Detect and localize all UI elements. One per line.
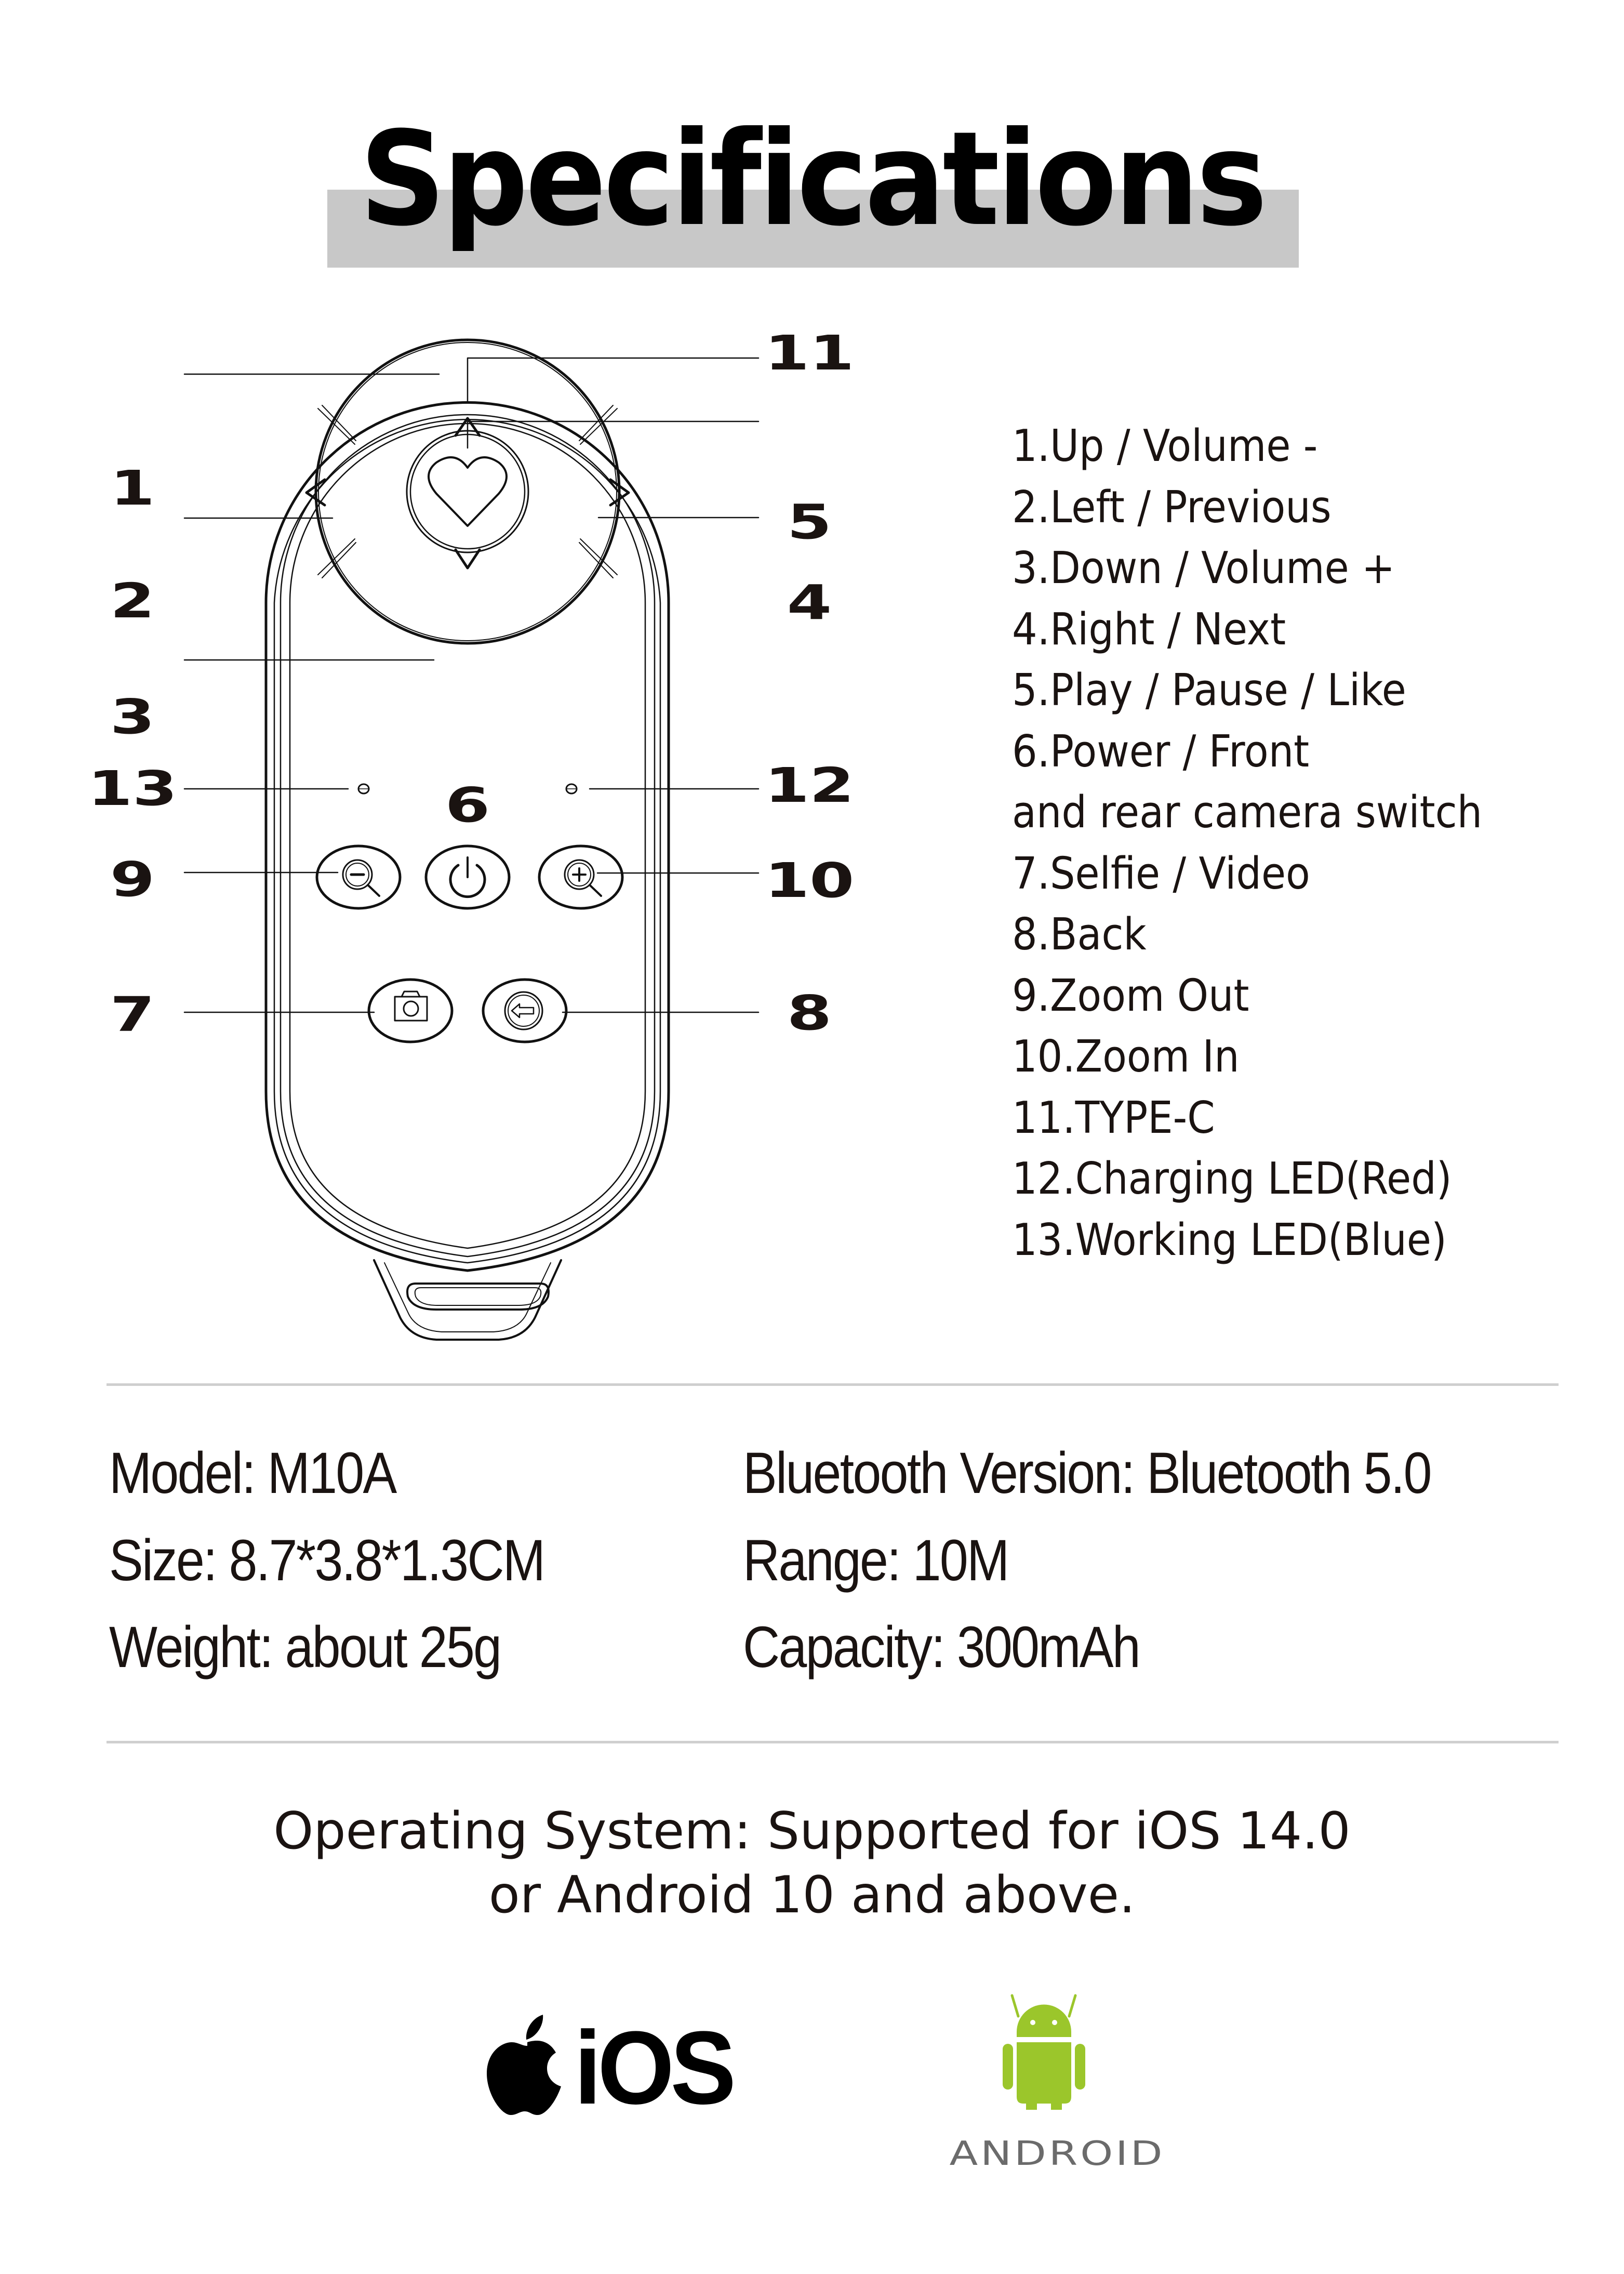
zoom-out-icon bbox=[342, 859, 380, 897]
dpad bbox=[314, 338, 621, 645]
callout-5: 5 bbox=[787, 494, 832, 550]
legend-item: 11.TYPE-C bbox=[1012, 1092, 1215, 1144]
callout-lines bbox=[183, 357, 760, 1013]
divider-bottom bbox=[107, 1741, 1559, 1743]
callout-2: 2 bbox=[110, 573, 155, 629]
back-button[interactable] bbox=[482, 978, 568, 1043]
callout-13: 13 bbox=[87, 761, 178, 816]
android-label: ANDROID bbox=[949, 2135, 1165, 2173]
legend-item: 9.Zoom Out bbox=[1012, 970, 1249, 1022]
legend-item: 7.Selfie / Video bbox=[1012, 848, 1310, 900]
zoom-in-icon bbox=[564, 859, 602, 897]
callout-12: 12 bbox=[764, 758, 855, 813]
right-button[interactable] bbox=[609, 478, 630, 507]
os-support-line-2: or Android 10 and above. bbox=[488, 1866, 1136, 1925]
spec-size: Size: 8.7*3.8*1.3CM bbox=[109, 1528, 545, 1593]
divider-top bbox=[107, 1383, 1559, 1386]
ios-logo: iOS bbox=[486, 2008, 736, 2133]
camera-icon bbox=[394, 990, 428, 1022]
spec-bluetooth: Bluetooth Version: Bluetooth 5.0 bbox=[743, 1440, 1432, 1505]
lanyard-loop bbox=[373, 1259, 562, 1341]
down-button[interactable] bbox=[454, 548, 481, 570]
working-led bbox=[357, 783, 370, 795]
spec-model: Model: M10A bbox=[109, 1440, 397, 1505]
zoom-out-button[interactable] bbox=[315, 844, 402, 910]
heart-icon bbox=[428, 456, 508, 527]
left-button[interactable] bbox=[305, 478, 326, 507]
power-button[interactable] bbox=[424, 844, 511, 910]
callout-8: 8 bbox=[787, 985, 832, 1041]
callout-3: 3 bbox=[110, 689, 155, 745]
legend-item: 4.Right / Next bbox=[1012, 603, 1286, 655]
spec-range: Range: 10M bbox=[743, 1528, 1009, 1593]
back-arrow-icon bbox=[504, 991, 543, 1030]
legend-item: 1.Up / Volume - bbox=[1012, 420, 1318, 472]
spec-capacity: Capacity: 300mAh bbox=[743, 1615, 1141, 1680]
apple-icon bbox=[487, 2015, 561, 2115]
like-button[interactable] bbox=[406, 430, 529, 553]
charging-led bbox=[565, 783, 578, 795]
legend-item: 6.Power / Front bbox=[1012, 725, 1310, 777]
title-highlight-bar bbox=[327, 190, 1299, 268]
remote-body bbox=[264, 401, 670, 1272]
up-button[interactable] bbox=[454, 417, 481, 437]
spec-weight: Weight: about 25g bbox=[109, 1615, 502, 1680]
legend-item: 10.Zoom In bbox=[1012, 1031, 1240, 1082]
callout-6: 6 bbox=[445, 777, 490, 833]
legend-item: 5.Play / Pause / Like bbox=[1012, 665, 1406, 716]
callout-9: 9 bbox=[110, 852, 155, 907]
legend-item: 13.Working LED(Blue) bbox=[1012, 1214, 1447, 1266]
page-title: Specifications bbox=[360, 103, 1268, 255]
legend-item: 3.Down / Volume + bbox=[1012, 543, 1395, 594]
callout-11: 11 bbox=[764, 325, 855, 381]
remote-diagram bbox=[183, 338, 760, 1341]
legend-item: 2.Left / Previous bbox=[1012, 481, 1332, 533]
callout-10: 10 bbox=[764, 853, 855, 908]
zoom-in-button[interactable] bbox=[538, 844, 624, 910]
power-icon bbox=[449, 856, 486, 898]
legend-item: 12.Charging LED(Red) bbox=[1012, 1153, 1452, 1205]
android-logo: ANDROID bbox=[950, 1980, 1164, 2172]
callout-7: 7 bbox=[110, 987, 155, 1042]
os-support-line-1: Operating System: Supported for iOS 14.0 bbox=[273, 1802, 1351, 1861]
callout-1: 1 bbox=[110, 460, 155, 516]
selfie-button[interactable] bbox=[367, 978, 454, 1043]
ios-label: iOS bbox=[574, 2010, 736, 2126]
android-robot-icon bbox=[1003, 1994, 1085, 2110]
button-legend: 1.Up / Volume - 2.Left / Previous 3.Down… bbox=[1012, 416, 1482, 1271]
legend-item: 8.Back bbox=[1012, 909, 1147, 960]
legend-item: and rear camera switch bbox=[1012, 787, 1483, 838]
callout-4: 4 bbox=[787, 575, 832, 630]
